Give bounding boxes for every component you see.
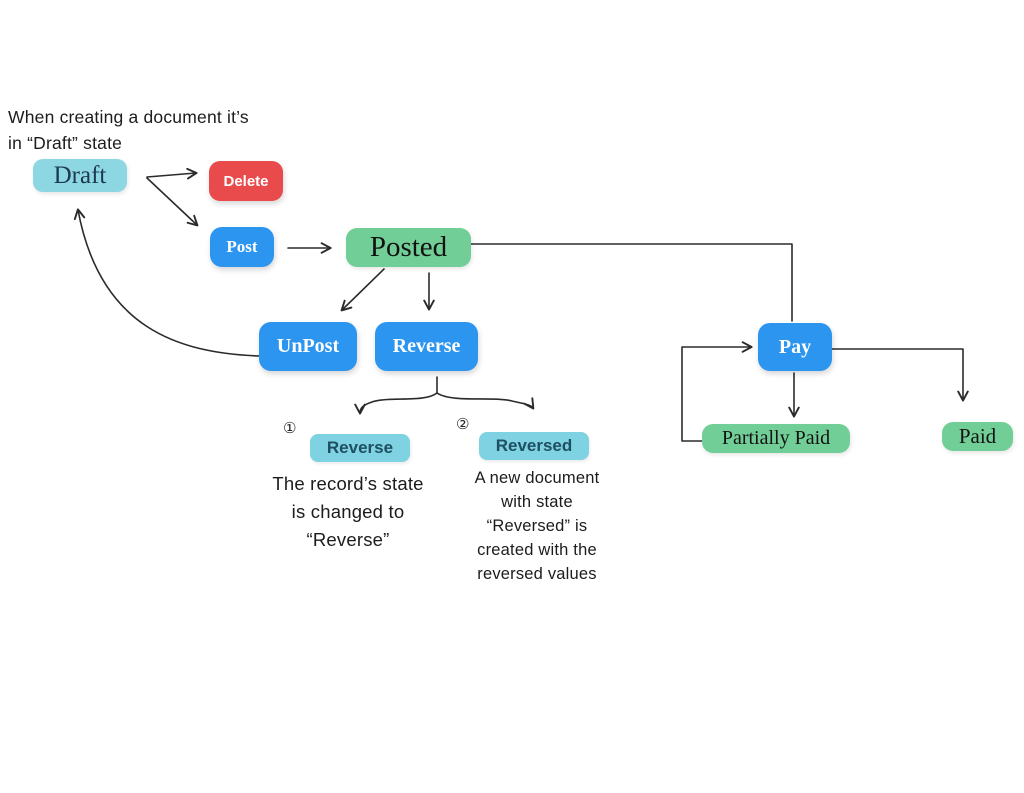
arrow-draft-to-post xyxy=(146,177,199,227)
arrow-pay-to-paid xyxy=(831,348,969,402)
intro-note: When creating a document it’s in “Draft”… xyxy=(8,104,308,156)
reversed-description: A new document with state “Reversed” is … xyxy=(447,466,627,586)
node-unpost-action: UnPost xyxy=(259,322,357,371)
line-posted-to-pay xyxy=(470,243,793,322)
node-draft: Draft xyxy=(33,159,127,192)
annotation-number-2: ② xyxy=(456,415,470,433)
reversed-description-line1: A new document xyxy=(474,469,600,487)
reverse-description: The record’s state is changed to “Revers… xyxy=(238,470,458,554)
intro-note-line1: When creating a document it’s xyxy=(8,107,249,127)
reversed-description-line4: created with the xyxy=(477,541,597,559)
annotation-number-1: ① xyxy=(283,419,297,437)
reverse-description-line3: “Reverse” xyxy=(306,529,390,550)
node-posted: Posted xyxy=(346,228,471,267)
brace-right-arrow xyxy=(436,392,535,410)
node-paid: Paid xyxy=(942,422,1013,451)
tag-reverse-state: Reverse xyxy=(310,434,410,462)
arrow-draft-to-delete xyxy=(146,167,198,180)
reverse-description-line2: is changed to xyxy=(291,501,405,522)
reversed-description-line5: reversed values xyxy=(477,565,597,583)
reverse-description-line1: The record’s state xyxy=(272,473,424,494)
node-partially-paid: Partially Paid xyxy=(702,424,850,453)
arrow-posted-to-unpost xyxy=(340,268,385,312)
node-post-action: Post xyxy=(210,227,274,267)
node-delete-action: Delete xyxy=(209,161,283,201)
reversed-description-line3: “Reversed” is xyxy=(486,517,588,535)
intro-note-line2: in “Draft” state xyxy=(8,133,123,153)
brace-left-arrow xyxy=(354,392,438,415)
tag-reversed-state: Reversed xyxy=(479,432,589,460)
reversed-description-line2: with state xyxy=(501,493,573,511)
node-pay-action: Pay xyxy=(758,323,832,371)
node-reverse-action: Reverse xyxy=(375,322,478,371)
